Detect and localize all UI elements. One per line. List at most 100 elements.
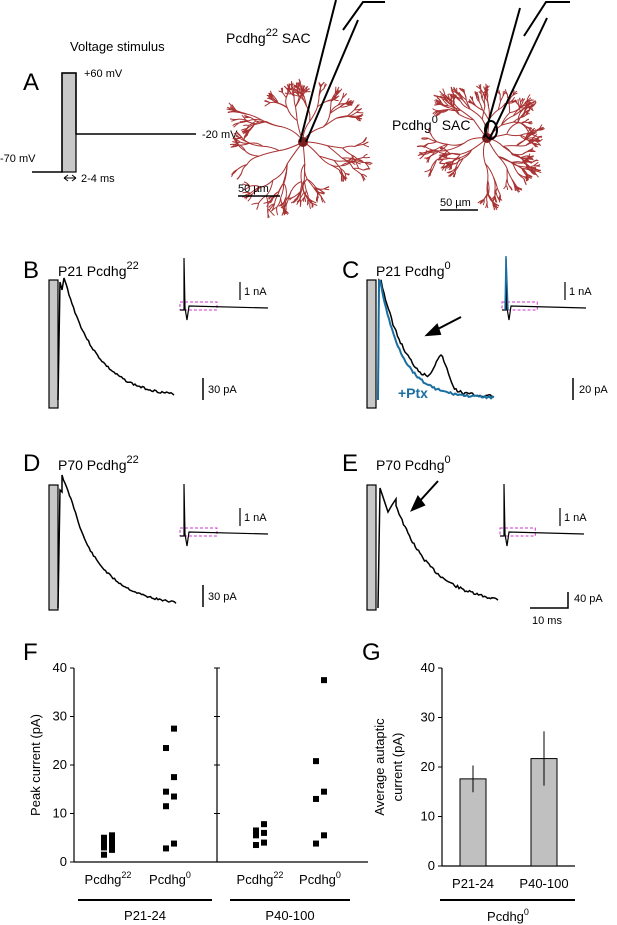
scale-d-label: 30 pA (208, 591, 237, 603)
panel-label-a: A (23, 69, 39, 96)
scalebar-e (530, 592, 569, 609)
stimulus-title: Voltage stimulus (70, 39, 165, 54)
stimulus-artifact-d (48, 484, 59, 611)
y-tick-label: 20 (53, 757, 67, 772)
v-after-label: -20 mV (202, 129, 238, 141)
data-point (321, 832, 327, 839)
trace-c-ptx (377, 279, 495, 401)
scale-e-label: 40 pA (574, 593, 603, 605)
sac-neuron-pcdhg22 (226, 78, 373, 219)
trace-d (57, 474, 177, 609)
panel-label-e: E (342, 450, 358, 477)
arrow-c (424, 316, 462, 337)
group-label: Pcdhg22 (237, 870, 284, 887)
data-point (253, 842, 259, 849)
category-label: P21-24 (452, 876, 494, 891)
cell1-label: Pcdhg22 SAC (226, 27, 311, 46)
group-label: Pcdhg0 (487, 907, 529, 924)
inset-scale-b-label: 1 nA (244, 286, 267, 298)
age-label: P40-100 (265, 908, 314, 923)
data-point (261, 829, 267, 836)
data-point (261, 821, 267, 828)
panel-label-f: F (23, 639, 38, 666)
y-tick-label: 10 (421, 809, 435, 824)
data-point (163, 745, 169, 752)
stimulus-artifact-e (366, 484, 377, 611)
data-point (321, 677, 327, 684)
title-d: P70 Pcdhg22 (58, 454, 139, 473)
sac-neuron-pcdhg0 (416, 83, 545, 211)
data-point (109, 846, 115, 853)
title-e: P70 Pcdhg0 (376, 454, 451, 473)
data-point (109, 832, 115, 839)
scale-a1-label: 50 µm (238, 183, 269, 195)
y-tick-label: 40 (421, 660, 435, 675)
arrow-e (410, 480, 439, 512)
voltage-stimulus-trace (32, 72, 196, 182)
inset-trace (502, 257, 587, 321)
y-tick-label: 30 (421, 710, 435, 725)
y-tick-label: 30 (53, 709, 67, 724)
electrode-1 (299, 0, 385, 143)
data-point (171, 840, 177, 847)
group-label: Pcdhg22 (85, 870, 132, 887)
trace-b (57, 277, 175, 401)
scale-c-label: 20 pA (579, 384, 608, 396)
y-axis-label-2: current (pA) (390, 733, 405, 802)
data-point (163, 845, 169, 852)
panel-label-d: D (23, 450, 40, 477)
title-b: P21 Pcdhg22 (58, 260, 139, 279)
y-tick-label: 40 (53, 660, 67, 675)
inset-dashed-box (501, 301, 538, 311)
data-point (313, 795, 319, 802)
stimulus-artifact-b (48, 279, 59, 409)
bar (459, 778, 487, 867)
data-point (171, 774, 177, 781)
scale-a2-label: 50 µm (440, 197, 471, 209)
data-point (101, 839, 107, 846)
inset-scale-d-label: 1 nA (244, 512, 267, 524)
y-tick-label: 0 (428, 858, 435, 873)
category-label: P40-100 (519, 876, 568, 891)
data-point (101, 851, 107, 858)
stimulus-artifact-c (366, 279, 377, 409)
y-tick-label: 20 (421, 759, 435, 774)
group-label: Pcdhg0 (299, 870, 341, 887)
data-point (163, 788, 169, 795)
inset-dashed-box (179, 527, 218, 537)
trace-e (377, 487, 499, 609)
data-point (261, 839, 267, 846)
electrode-2 (483, 1, 570, 140)
data-point (163, 803, 169, 810)
data-point (313, 840, 319, 847)
inset-ptx-trace (504, 255, 509, 311)
y-tick-label: 10 (53, 806, 67, 821)
inset-d (179, 483, 269, 547)
v-high-label: +60 mV (84, 68, 123, 80)
y-axis-label: Peak current (pA) (28, 714, 43, 816)
data-point (101, 844, 107, 851)
panel-label-b: B (23, 257, 39, 284)
inset-trace (180, 257, 269, 321)
inset-dashed-box (499, 527, 536, 537)
inset-e (499, 483, 585, 547)
inset-c (501, 255, 587, 321)
data-point (171, 793, 177, 800)
data-point (321, 788, 327, 795)
inset-b (179, 257, 269, 321)
data-point (101, 834, 107, 841)
v-hold-label: -70 mV (0, 153, 36, 165)
inset-trace (500, 483, 585, 547)
data-point (313, 758, 319, 765)
duration-label: 2-4 ms (81, 173, 115, 185)
panel-label-c: C (342, 257, 359, 284)
ptx-label: +Ptx (398, 385, 428, 401)
title-c: P21 Pcdhg0 (376, 260, 451, 279)
data-point (253, 827, 259, 834)
group-label: Pcdhg0 (149, 870, 191, 887)
inset-dashed-box (179, 301, 218, 311)
